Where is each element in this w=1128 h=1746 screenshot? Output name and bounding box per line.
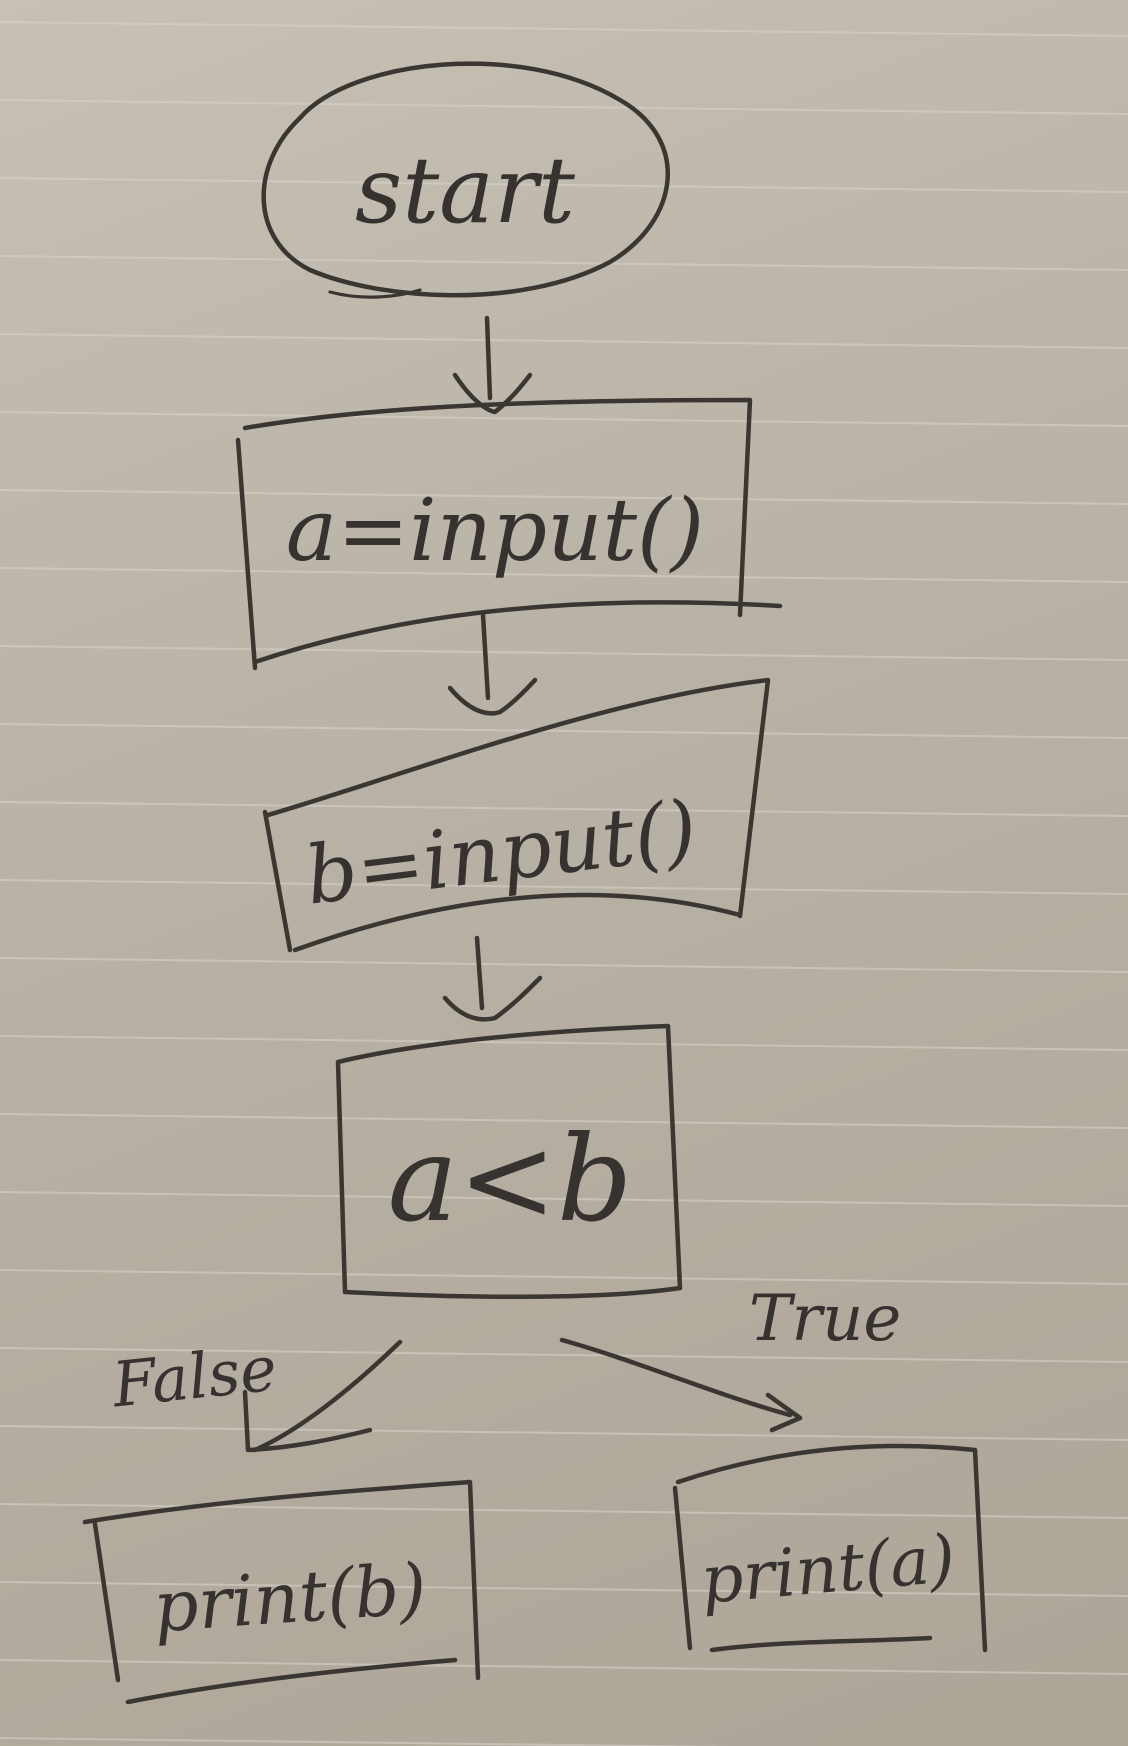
ruled-line xyxy=(0,1425,1128,1441)
ruled-line xyxy=(0,879,1128,895)
print-b-label: print(b) xyxy=(151,1548,429,1649)
input-b-node: b=input() xyxy=(262,677,771,953)
ruled-line xyxy=(0,801,1128,817)
print-a-node: print(a) xyxy=(672,1443,988,1653)
arrow-input-b-to-condition xyxy=(442,935,543,1022)
true-branch-arrow xyxy=(559,1337,803,1433)
ruled-line xyxy=(0,1113,1128,1129)
ruled-line xyxy=(0,21,1128,37)
ruled-line xyxy=(0,99,1128,115)
ruled-line xyxy=(0,177,1128,193)
arrow-start-to-input-a xyxy=(452,315,533,415)
ruled-line xyxy=(0,957,1128,973)
start-node: start xyxy=(261,61,670,299)
ruled-line xyxy=(0,1269,1128,1285)
ruled-line xyxy=(0,1581,1128,1597)
ruled-line xyxy=(0,1737,726,1746)
false-label: False xyxy=(108,1332,280,1422)
ruled-line xyxy=(0,1191,1128,1207)
print-b-node: print(b) xyxy=(82,1479,481,1705)
ruled-line xyxy=(0,255,1128,271)
ruled-line xyxy=(0,1347,1128,1363)
ruled-line xyxy=(0,645,1128,661)
arrow-input-a-to-input-b xyxy=(447,612,538,716)
ruled-line xyxy=(0,1035,1128,1051)
ruled-line xyxy=(0,567,1128,583)
false-branch-arrow xyxy=(242,1339,403,1453)
input-a-label: a=input() xyxy=(286,481,704,581)
condition-label: a<b xyxy=(388,1110,633,1248)
ruled-line xyxy=(0,333,1128,349)
ruled-line xyxy=(0,1659,1128,1675)
ruled-line xyxy=(0,489,1128,505)
condition-node: a<b xyxy=(335,1023,683,1300)
true-label: True xyxy=(749,1282,901,1356)
ruled-line xyxy=(0,723,1128,739)
ruled-line xyxy=(0,411,1128,427)
start-label: start xyxy=(355,137,576,244)
print-a-label: print(a) xyxy=(698,1520,959,1619)
input-a-node: a=input() xyxy=(235,397,783,671)
